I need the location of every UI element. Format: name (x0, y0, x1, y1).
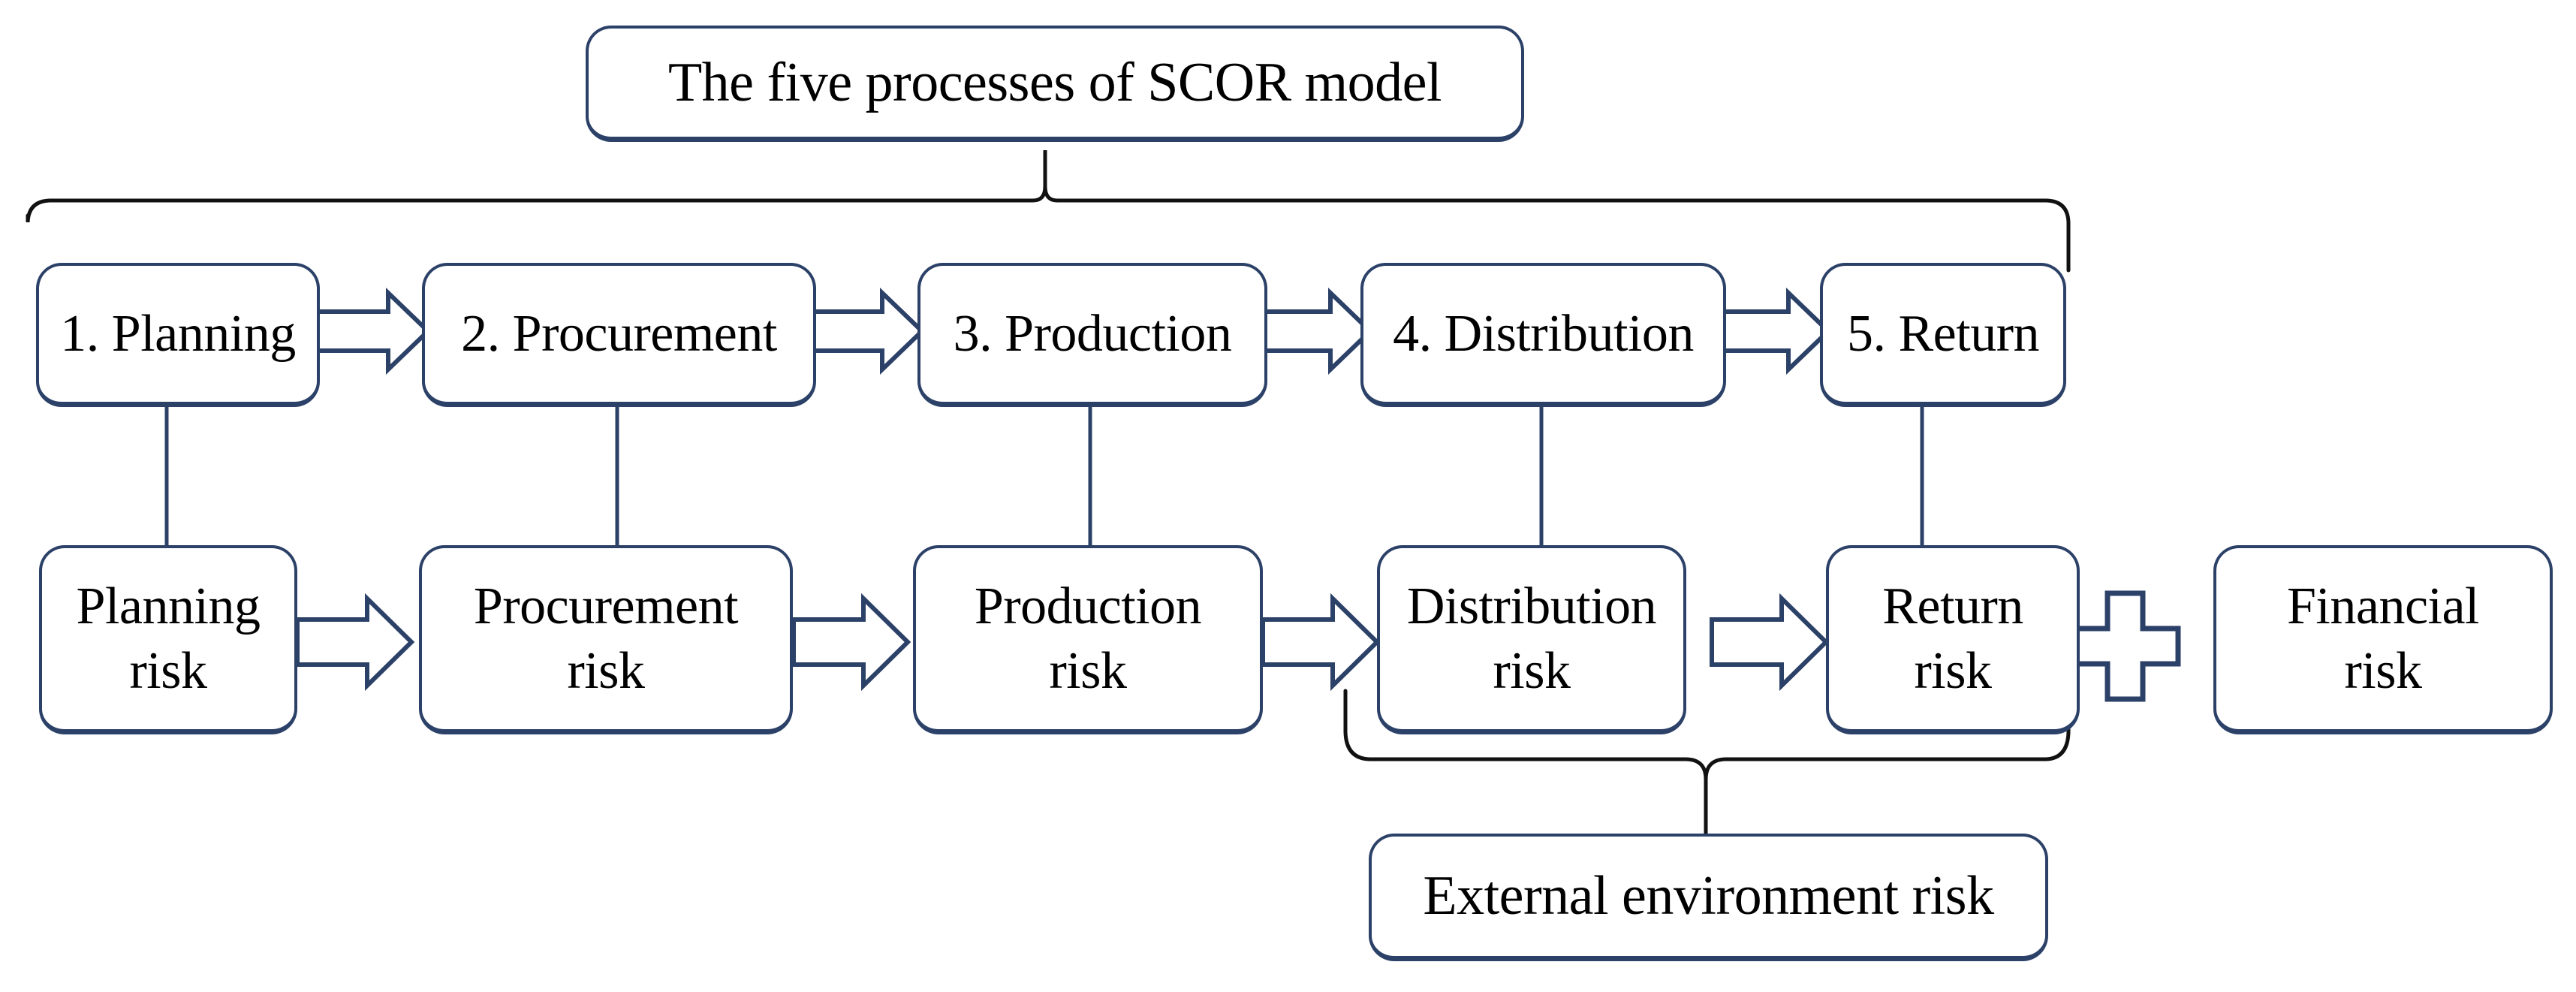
arrow-procurement-to-production (809, 287, 926, 375)
process-box-production[interactable]: 3. Production (917, 263, 1267, 407)
arrow-planning-to-procurement (315, 287, 432, 375)
risk-box-financial[interactable]: Financial risk (2213, 545, 2553, 734)
risk-box-distribution[interactable]: Distribution risk (1377, 545, 1686, 734)
process-to-risk-connectors (164, 403, 1924, 545)
risk-box-planning-label: Planning risk (76, 577, 261, 700)
process-box-production-label: 3. Production (953, 304, 1232, 363)
top-grouping-brace (26, 150, 2071, 273)
process-box-distribution[interactable]: 4. Distribution (1360, 263, 1726, 407)
arrow-planning-risk-to-procurement-risk (295, 592, 415, 692)
process-box-distribution-label: 4. Distribution (1393, 304, 1694, 363)
title-box-label: The five processes of SCOR model (667, 51, 1442, 113)
external-environment-risk-box[interactable]: External environment risk (1369, 834, 2048, 961)
arrow-distribution-risk-to-return-risk (1710, 592, 1830, 692)
arrow-procurement-risk-to-production-risk (791, 592, 911, 692)
risk-box-planning[interactable]: Planning risk (39, 545, 297, 734)
risk-box-production-label: Production risk (974, 577, 1202, 700)
risk-box-return[interactable]: Return risk (1826, 545, 2080, 734)
title-box: The five processes of SCOR model (586, 26, 1524, 142)
risk-box-procurement-label: Procurement risk (473, 577, 739, 700)
arrow-distribution-to-return (1719, 287, 1832, 375)
process-box-planning[interactable]: 1. Planning (36, 263, 320, 407)
process-box-planning-label: 1. Planning (60, 304, 296, 363)
process-box-procurement-label: 2. Procurement (461, 304, 777, 363)
risk-box-distribution-label: Distribution risk (1406, 577, 1657, 700)
process-box-return[interactable]: 5. Return (1820, 263, 2066, 407)
risk-box-return-label: Return risk (1882, 577, 2023, 700)
process-box-procurement[interactable]: 2. Procurement (422, 263, 816, 407)
arrow-production-risk-to-distribution-risk (1261, 592, 1381, 692)
plus-operator-icon (2069, 590, 2181, 702)
external-environment-risk-label: External environment risk (1423, 865, 1994, 927)
risk-box-financial-label: Financial risk (2287, 577, 2479, 700)
risk-box-procurement[interactable]: Procurement risk (419, 545, 793, 734)
process-box-return-label: 5. Return (1846, 304, 2040, 363)
risk-box-production[interactable]: Production risk (913, 545, 1263, 734)
arrow-production-to-distribution (1261, 287, 1374, 375)
